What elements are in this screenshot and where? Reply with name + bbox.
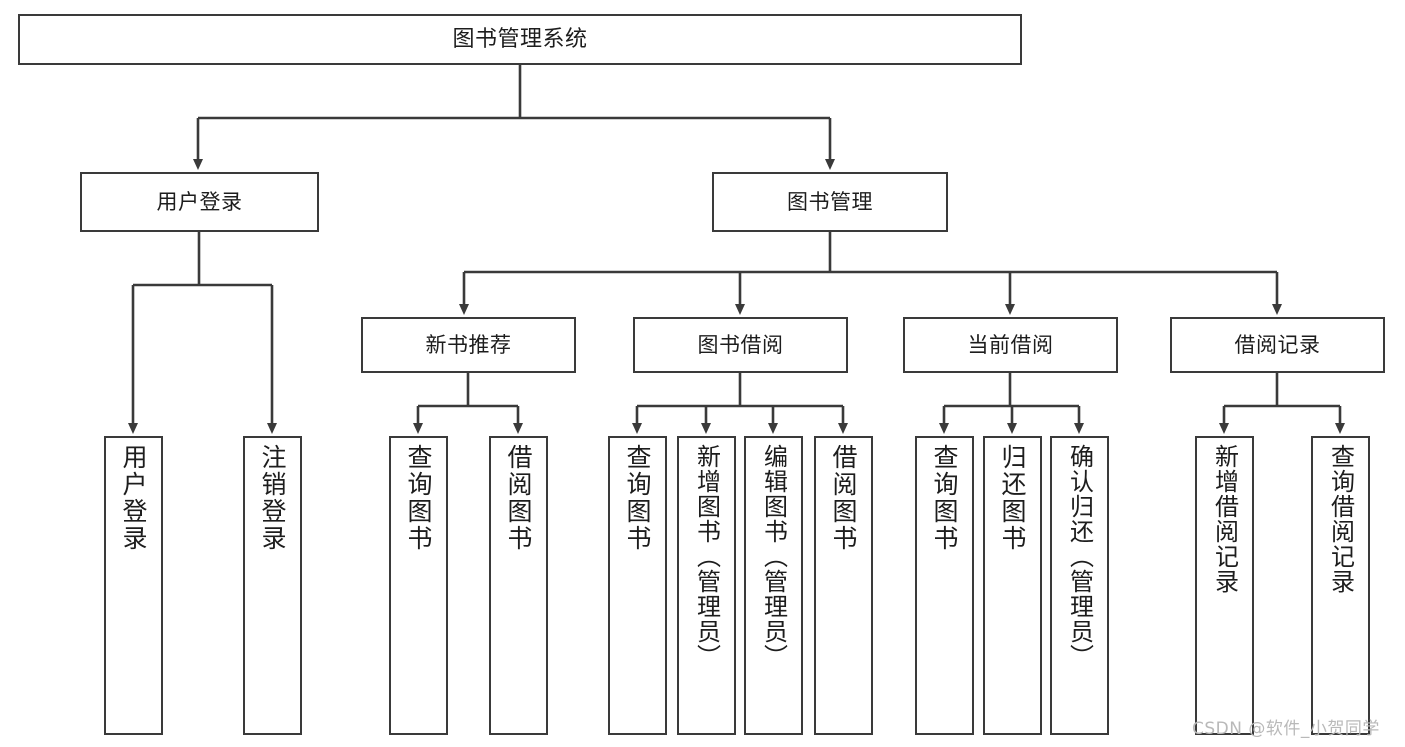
- leaf-user-login[interactable]: 用户登录: [104, 436, 163, 735]
- node-root-book-management-system[interactable]: 图书管理系统: [18, 14, 1022, 65]
- node-label: 新增借阅记录: [1210, 444, 1239, 594]
- node-label: 借阅图书: [829, 444, 858, 552]
- node-label: 借阅记录: [1234, 332, 1321, 357]
- leaf-query-book-current[interactable]: 查询图书: [915, 436, 974, 735]
- node-label: 图书借阅: [697, 332, 784, 357]
- node-new-book-recommend[interactable]: 新书推荐: [361, 317, 576, 373]
- node-label: 查询图书: [404, 444, 433, 552]
- node-label: 借阅图书: [504, 444, 533, 552]
- leaf-query-book-recommend[interactable]: 查询图书: [389, 436, 448, 735]
- node-label: 编辑图书（管理员）: [759, 444, 788, 669]
- node-book-management[interactable]: 图书管理: [712, 172, 948, 232]
- node-label: 用户登录: [119, 444, 148, 552]
- node-label: 当前借阅: [967, 332, 1054, 357]
- node-label: 查询借阅记录: [1326, 444, 1355, 594]
- node-book-borrow[interactable]: 图书借阅: [633, 317, 848, 373]
- node-label: 图书管理: [787, 189, 873, 214]
- leaf-add-book-admin[interactable]: 新增图书（管理员）: [677, 436, 736, 735]
- leaf-borrow-book[interactable]: 借阅图书: [814, 436, 873, 735]
- watermark-text: CSDN @软件_小贺同学: [1192, 719, 1380, 739]
- node-borrow-record[interactable]: 借阅记录: [1170, 317, 1385, 373]
- leaf-borrow-book-recommend[interactable]: 借阅图书: [489, 436, 548, 735]
- node-label: 查询图书: [930, 444, 959, 552]
- node-label: 归还图书: [998, 444, 1027, 552]
- node-label: 新书推荐: [425, 332, 512, 357]
- leaf-query-book-borrow[interactable]: 查询图书: [608, 436, 667, 735]
- node-label: 新增图书（管理员）: [692, 444, 721, 669]
- leaf-add-borrow-record[interactable]: 新增借阅记录: [1195, 436, 1254, 735]
- node-label: 查询图书: [623, 444, 652, 552]
- node-label: 确认归还（管理员）: [1065, 444, 1094, 669]
- leaf-query-borrow-record[interactable]: 查询借阅记录: [1311, 436, 1370, 735]
- node-label: 用户登录: [156, 189, 243, 214]
- leaf-edit-book-admin[interactable]: 编辑图书（管理员）: [744, 436, 803, 735]
- leaf-confirm-return-admin[interactable]: 确认归还（管理员）: [1050, 436, 1109, 735]
- leaf-logout[interactable]: 注销登录: [243, 436, 302, 735]
- node-label: 图书管理系统: [452, 26, 588, 52]
- node-user-login[interactable]: 用户登录: [80, 172, 319, 232]
- node-current-borrow[interactable]: 当前借阅: [903, 317, 1118, 373]
- leaf-return-book[interactable]: 归还图书: [983, 436, 1042, 735]
- node-label: 注销登录: [258, 444, 287, 552]
